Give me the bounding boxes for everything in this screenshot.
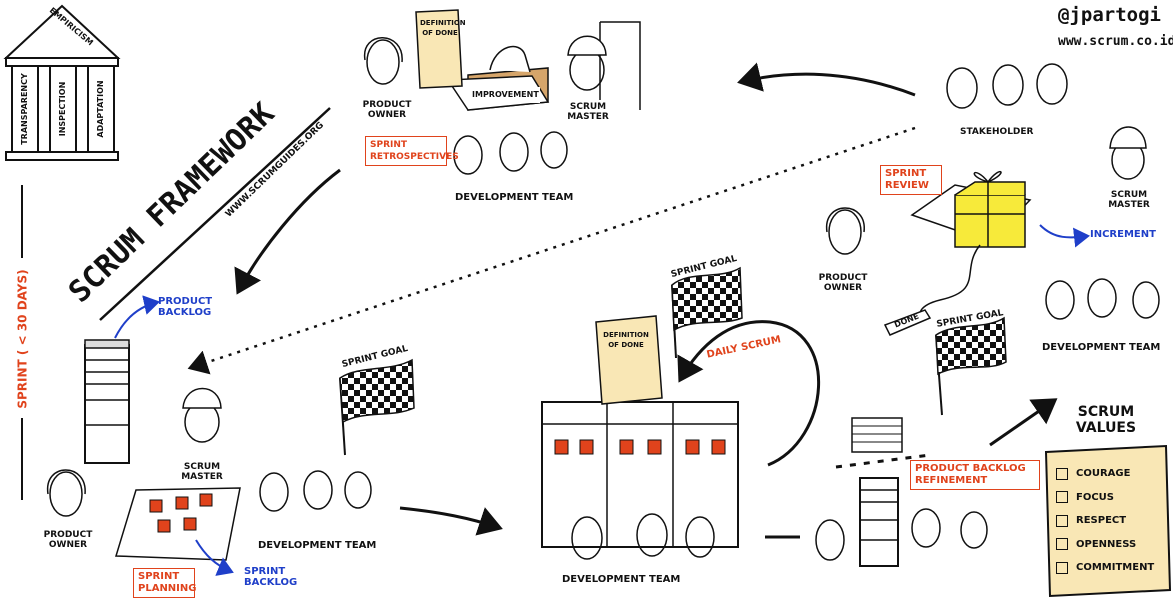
scrum-values-title: SCRUM VALUES bbox=[1066, 404, 1146, 436]
people-faces bbox=[47, 35, 1160, 561]
pillars-temple-graphic bbox=[3, 4, 121, 161]
sprint-planning-board-graphic bbox=[114, 487, 241, 561]
improvement-box-graphic bbox=[446, 45, 550, 111]
value-label: RESPECT bbox=[1076, 515, 1127, 527]
value-label: COURAGE bbox=[1076, 468, 1131, 480]
sprint-goal-flag-2 bbox=[671, 266, 743, 359]
event-sprint-retrospectives: SPRINT RETROSPECTIVES bbox=[365, 136, 459, 166]
artifact-increment: INCREMENT bbox=[1090, 229, 1156, 240]
role-scrum-master-top: SCRUM MASTER bbox=[567, 102, 609, 122]
checkbox-icon bbox=[1056, 514, 1068, 527]
author-handle: @jpartogi bbox=[1058, 4, 1161, 26]
value-item: COMMITMENT bbox=[1056, 556, 1166, 580]
pillar-adaptation: ADAPTATION bbox=[96, 80, 105, 138]
definition-of-done-middle: DEFINITION OF DONE bbox=[603, 331, 649, 349]
sprint-goal-flag-1 bbox=[339, 358, 415, 456]
increment-gift-graphic bbox=[910, 171, 1032, 248]
improvement-label: IMPROVEMENT bbox=[472, 90, 539, 99]
role-product-owner-left: PRODUCT OWNER bbox=[43, 530, 93, 550]
role-dev-team-center: DEVELOPMENT TEAM bbox=[562, 574, 681, 585]
role-product-owner-right: PRODUCT OWNER bbox=[818, 273, 868, 293]
scrum-values-heading: SCRUM VALUES bbox=[1075, 404, 1137, 436]
definition-of-done-top: DEFINITION OF DONE bbox=[420, 19, 466, 37]
role-scrum-master-right: SCRUM MASTER bbox=[1108, 190, 1150, 210]
sprint-duration-label: SPRINT ( < 30 DAYS) bbox=[15, 269, 30, 409]
event-product-backlog-refinement: PRODUCT BACKLOG REFINEMENT bbox=[910, 460, 1040, 490]
value-label: FOCUS bbox=[1076, 491, 1114, 503]
role-stakeholder: STAKEHOLDER bbox=[960, 127, 1034, 137]
value-item: OPENNESS bbox=[1056, 533, 1166, 557]
pillar-transparency: TRANSPARENCY bbox=[20, 73, 29, 145]
refinement-stacks-graphic bbox=[851, 417, 903, 567]
checkbox-icon bbox=[1056, 467, 1068, 480]
role-dev-team-right: DEVELOPMENT TEAM bbox=[1042, 342, 1161, 353]
artifact-sprint-backlog: SPRINT BACKLOG bbox=[244, 566, 298, 588]
value-item: RESPECT bbox=[1056, 509, 1166, 533]
role-dev-team-top: DEVELOPMENT TEAM bbox=[455, 192, 574, 203]
checkbox-icon bbox=[1056, 491, 1068, 504]
scrum-values-list: COURAGE FOCUS RESPECT OPENNESS COMMITMEN… bbox=[1056, 462, 1166, 580]
value-label: OPENNESS bbox=[1076, 538, 1137, 550]
role-scrum-master-left: SCRUM MASTER bbox=[181, 462, 223, 482]
checkbox-icon bbox=[1056, 538, 1068, 551]
role-product-owner-top: PRODUCT OWNER bbox=[362, 100, 412, 120]
sprint-goal-flag-3 bbox=[935, 316, 1007, 416]
product-backlog-stack-graphic bbox=[84, 339, 130, 464]
value-item: FOCUS bbox=[1056, 486, 1166, 510]
artifact-product-backlog: PRODUCT BACKLOG bbox=[158, 296, 213, 318]
event-sprint-review: SPRINT REVIEW bbox=[880, 165, 942, 195]
value-item: COURAGE bbox=[1056, 462, 1166, 486]
pillar-inspection: INSPECTION bbox=[58, 81, 67, 137]
role-dev-team-left: DEVELOPMENT TEAM bbox=[258, 540, 377, 551]
checkbox-icon bbox=[1056, 561, 1068, 574]
value-label: COMMITMENT bbox=[1076, 562, 1155, 574]
event-sprint-planning: SPRINT PLANNING bbox=[133, 568, 196, 598]
author-url: www.scrum.co.id bbox=[1058, 34, 1173, 49]
taskboard-graphic bbox=[541, 401, 739, 548]
